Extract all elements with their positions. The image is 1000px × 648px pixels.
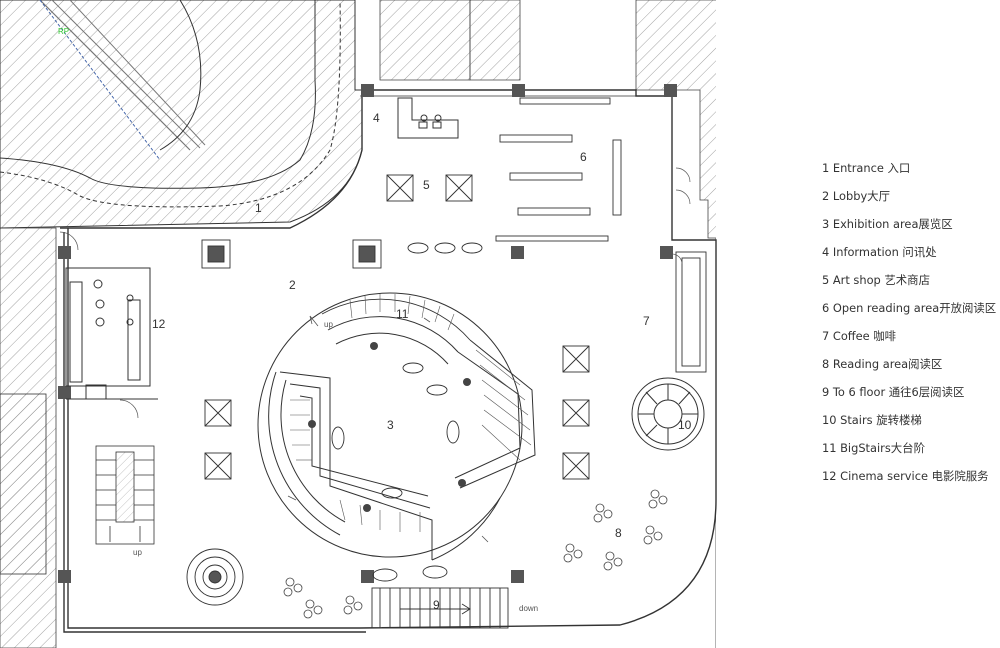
oval-seats — [331, 242, 483, 582]
area-number-2: 2 — [289, 278, 296, 292]
spiral-stairs — [631, 377, 705, 451]
legend-item: 11 BigStairs大台阶 — [822, 441, 925, 455]
legend: 1 Entrance 入口 2 Lobby大厅 3 Exhibition are… — [822, 158, 1000, 494]
area-number-3: 3 — [387, 418, 394, 432]
area-number-10: 10 — [678, 418, 692, 432]
down-label-stairs: down — [519, 604, 538, 613]
doors — [59, 167, 691, 419]
area-number-5: 5 — [423, 178, 430, 192]
area-number-9: 9 — [433, 598, 440, 612]
area-number-6: 6 — [580, 150, 587, 164]
exhibition-ring — [257, 292, 536, 561]
stairs-to-6f — [371, 587, 509, 629]
legend-item: 1 Entrance 入口 — [822, 161, 911, 175]
planter-boxes — [201, 239, 382, 269]
coffee-counter — [675, 251, 707, 373]
round-sculpture — [186, 548, 244, 606]
escalators — [95, 445, 155, 545]
columns — [58, 84, 677, 583]
area-number-4: 4 — [373, 111, 380, 125]
legend-item: 2 Lobby大厅 — [822, 189, 890, 203]
bookshelves — [495, 97, 622, 242]
legend-item: 12 Cinema service 电影院服务 — [822, 469, 989, 483]
area-number-11: 11 — [396, 307, 409, 321]
area-number-12: 12 — [152, 317, 166, 331]
ring-posts — [308, 342, 471, 512]
legend-item: 3 Exhibition area展览区 — [822, 217, 953, 231]
legend-item: 9 To 6 floor 通往6层阅读区 — [822, 385, 965, 399]
street-curves — [0, 0, 341, 208]
area-number-8: 8 — [615, 526, 622, 540]
legend-item: 10 Stairs 旋转楼梯 — [822, 413, 922, 427]
up-label-escalator: up — [133, 548, 142, 557]
up-label-bigstairs: up — [324, 320, 333, 329]
chair-clusters — [283, 489, 668, 619]
legend-item: 8 Reading area阅读区 — [822, 357, 943, 371]
legend-item: 7 Coffee 咖啡 — [822, 329, 897, 343]
green-marker-label: RP — [58, 27, 69, 36]
display-cases — [204, 174, 590, 480]
left-walls — [0, 393, 47, 575]
big-stairs-treads — [290, 294, 532, 532]
area-labels: 1 2 3 4 5 6 7 8 9 10 11 12 — [152, 111, 692, 612]
floor-plan: RP 1 2 3 4 5 6 7 8 9 10 11 12 up up down — [0, 0, 760, 648]
area-number-7: 7 — [643, 314, 650, 328]
floor-plan-drawing: RP 1 2 3 4 5 6 7 8 9 10 11 12 up up down — [0, 0, 760, 648]
legend-item: 6 Open reading area开放阅读区 — [822, 301, 997, 315]
area-number-1: 1 — [255, 201, 262, 215]
info-desk — [397, 97, 459, 139]
cinema-service-room — [65, 267, 158, 400]
legend-item: 4 Information 问讯处 — [822, 245, 937, 259]
legend-item: 5 Art shop 艺术商店 — [822, 273, 930, 287]
direction-arrows — [287, 315, 489, 543]
